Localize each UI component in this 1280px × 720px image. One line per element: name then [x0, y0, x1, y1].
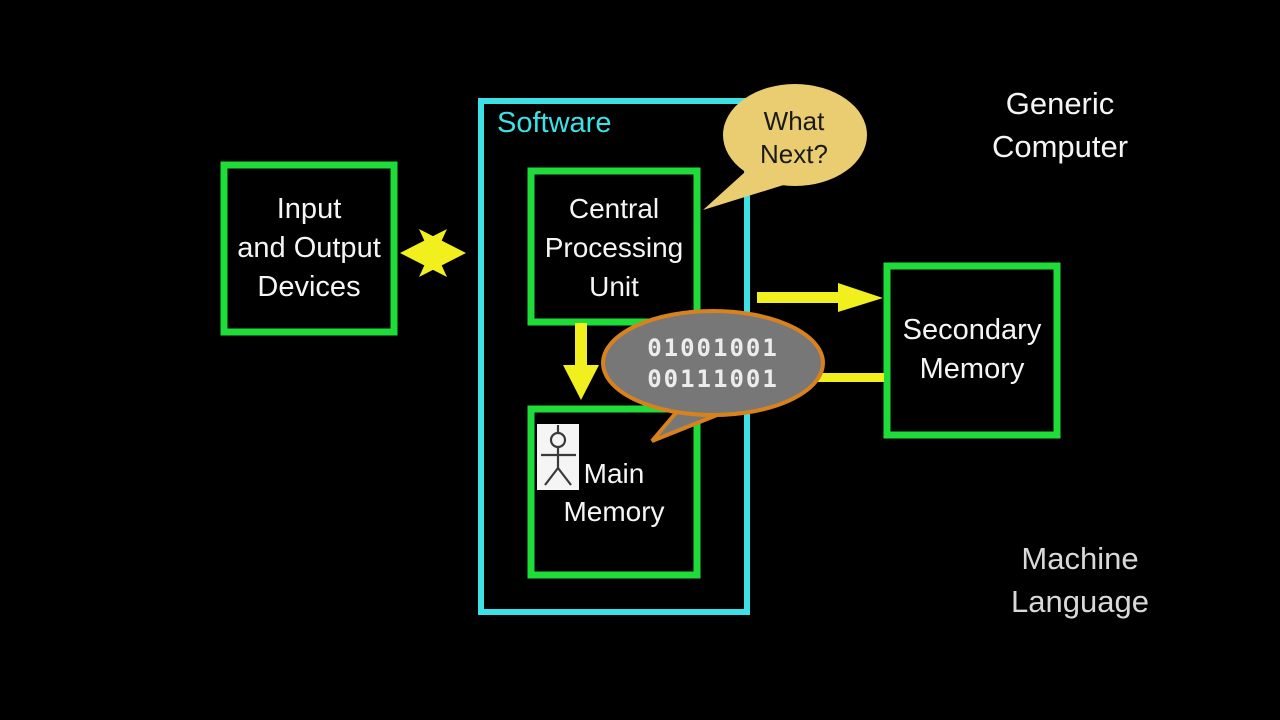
what-next-bubble-text: What Next?: [722, 105, 866, 171]
main-memory-box: [527, 405, 701, 579]
main-memory-label-line2: Memory: [563, 496, 665, 527]
cpu-label-line2: Processing: [544, 232, 684, 263]
bubble-to-secondary-memory-line: [818, 373, 884, 382]
binary-bubble: [601, 309, 825, 443]
software-label: Software: [497, 107, 697, 140]
generic-computer-line1: Generic: [1005, 86, 1115, 121]
what-next-line2: Next?: [760, 139, 828, 169]
main-memory-label-line1: Main: [583, 458, 645, 489]
cpu-to-main-memory-arrow-icon: [563, 323, 599, 400]
cpu-label-line3: Unit: [589, 271, 639, 302]
what-next-line1: What: [763, 106, 825, 136]
what-next-bubble: [703, 84, 867, 210]
binary-line1: 01001001: [647, 334, 779, 362]
machine-language-caption: Machine Language: [970, 537, 1190, 623]
io-software-double-arrow-icon: [400, 229, 466, 277]
software-to-secondary-memory-arrow-icon: [757, 283, 883, 312]
secondary-memory-label-line2: Memory: [919, 353, 1025, 385]
software-label-text: Software: [497, 107, 612, 139]
io-label-line1: Input: [276, 193, 342, 225]
cpu-label-line1: Central: [568, 193, 660, 224]
secondary-memory-box: [883, 262, 1061, 439]
binary-line2: 00111001: [647, 365, 779, 393]
io-devices-box: [220, 161, 398, 336]
io-devices-label: Input and Output Devices: [221, 190, 397, 307]
generic-computer-line2: Computer: [991, 129, 1129, 164]
binary-bubble-text: 01001001 00111001: [602, 333, 824, 395]
main-memory-label: Main Memory: [528, 455, 700, 531]
cpu-label: Central Processing Unit: [528, 189, 700, 306]
person-icon: [537, 424, 579, 490]
generic-computer-caption: Generic Computer: [950, 82, 1170, 168]
io-label-line2: and Output: [237, 232, 381, 264]
cpu-box: [527, 167, 701, 326]
secondary-memory-label: Secondary Memory: [884, 311, 1060, 389]
machine-language-line2: Language: [1011, 584, 1149, 619]
io-label-line3: Devices: [257, 271, 361, 303]
secondary-memory-label-line1: Secondary: [902, 314, 1042, 346]
machine-language-line1: Machine: [1021, 541, 1139, 576]
